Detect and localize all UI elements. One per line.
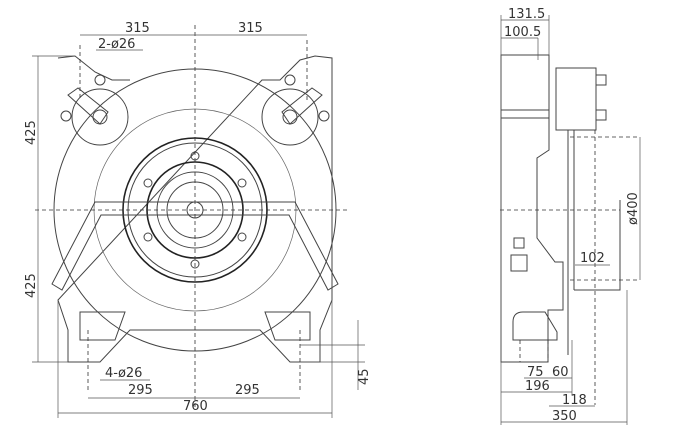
dim-75: 75 (527, 365, 544, 380)
dim-100-5: 100.5 (504, 25, 541, 40)
front-view: 315 315 2-ø26 425 425 4-ø26 295 295 760 … (24, 21, 372, 418)
dim-102: 102 (580, 251, 605, 266)
sheave-side (567, 130, 621, 355)
foot-left (79, 311, 126, 341)
brake-housing-side (555, 67, 607, 131)
dim-760: 760 (183, 399, 208, 414)
lifting-bracket (51, 201, 339, 291)
dim-350: 350 (552, 409, 577, 424)
brake-left (60, 74, 129, 146)
dim-45: 45 (357, 368, 372, 385)
side-body (500, 54, 564, 363)
hole-spec-top: 2-ø26 (98, 37, 135, 52)
side-foot (512, 311, 558, 341)
side-dimension-lines (500, 15, 641, 425)
dim-131-5: 131.5 (508, 7, 545, 22)
dim-425-upper: 425 (24, 120, 39, 145)
hole-spec-bottom: 4-ø26 (105, 366, 142, 381)
dim-dia-400: ø400 (626, 192, 641, 225)
dim-315-left: 315 (125, 21, 150, 36)
dimension-lines (32, 34, 365, 418)
encoder (510, 254, 528, 272)
brake-right (261, 74, 330, 146)
dim-196: 196 (525, 379, 550, 394)
dim-295-right: 295 (235, 383, 260, 398)
dim-60: 60 (552, 365, 569, 380)
foot-right (264, 311, 311, 341)
dim-315-right: 315 (238, 21, 263, 36)
dim-425-lower: 425 (24, 273, 39, 298)
dim-295-left: 295 (128, 383, 153, 398)
dim-118: 118 (562, 393, 587, 408)
terminal-box (513, 237, 525, 249)
side-view: 131.5 100.5 ø400 102 75 60 196 118 350 (500, 7, 641, 425)
